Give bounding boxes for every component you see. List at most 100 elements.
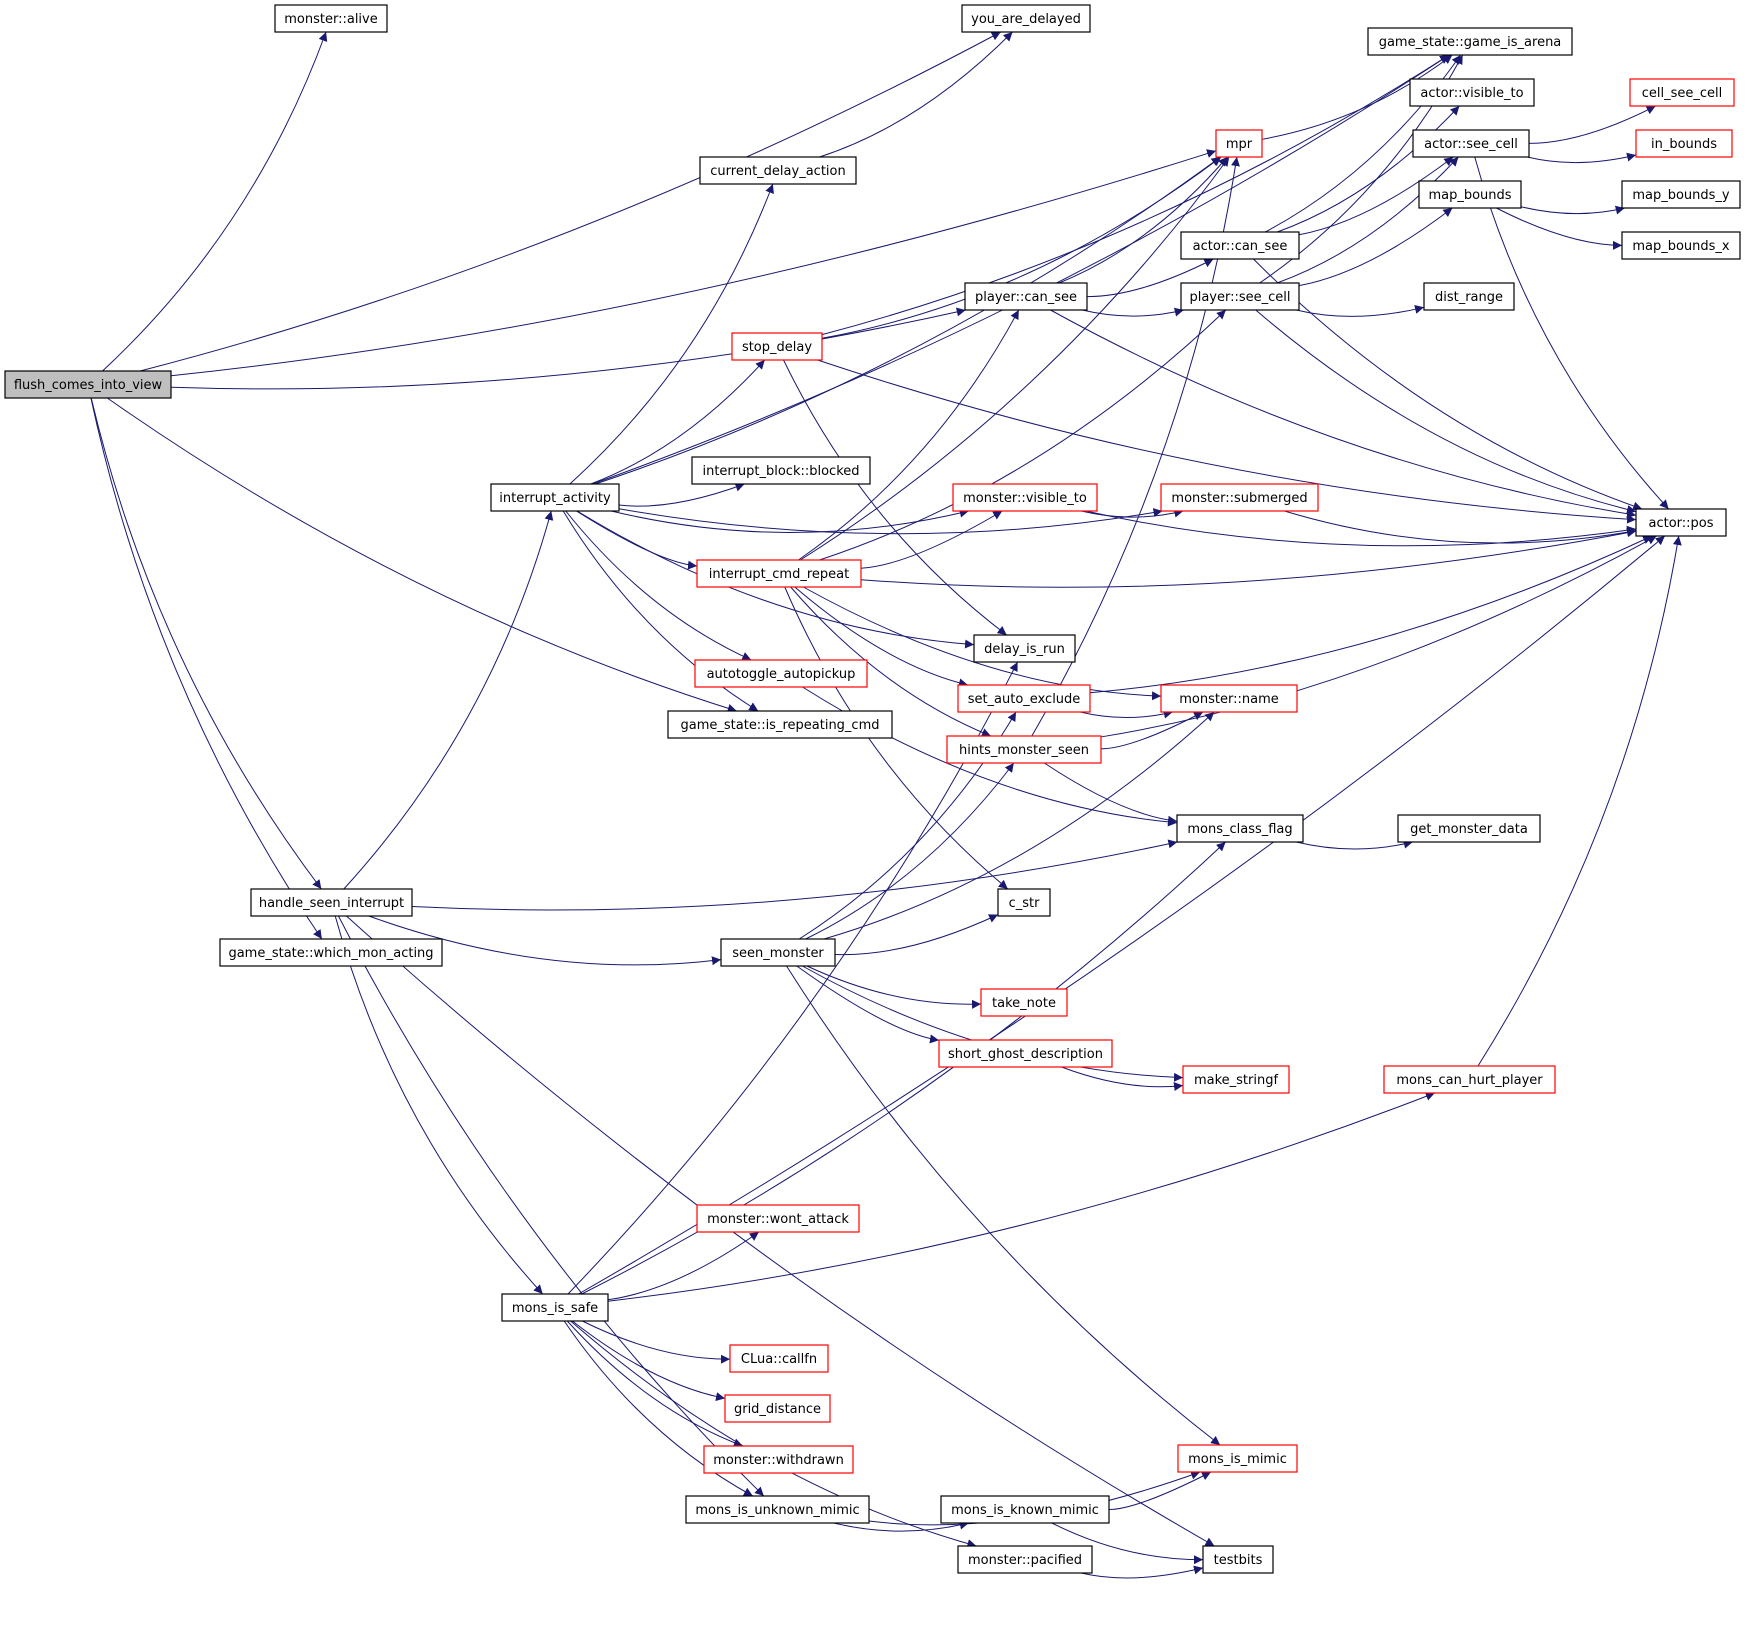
node-label: interrupt_block::blocked <box>702 464 859 479</box>
edge-hms-to-apos <box>1100 535 1657 738</box>
node-box <box>1418 180 1522 209</box>
node-mby[interactable]: map_bounds_y <box>1621 180 1741 209</box>
node-asc[interactable]: actor::see_cell <box>1412 129 1530 158</box>
node-cstr[interactable]: c_str <box>997 888 1051 917</box>
edge-psc-to-apos <box>1255 309 1637 514</box>
edge-mis-to-mcf <box>581 841 1226 1295</box>
node-dir[interactable]: delay_is_run <box>973 634 1076 663</box>
node-mwa[interactable]: monster::wont_attack <box>696 1204 860 1233</box>
node-ia[interactable]: interrupt_activity <box>490 483 620 512</box>
node-yad[interactable]: you_are_delayed <box>961 4 1091 33</box>
edge-flush-to-wma <box>90 397 323 940</box>
node-pcs[interactable]: player::can_see <box>964 282 1088 311</box>
node-tb[interactable]: testbits <box>1202 1545 1274 1574</box>
node-gia[interactable]: game_state::game_is_arena <box>1367 27 1573 56</box>
node-hms[interactable]: hints_monster_seen <box>946 735 1102 764</box>
edge-pcs-to-psc <box>1082 307 1184 317</box>
node-box <box>957 1545 1093 1574</box>
node-sgd[interactable]: short_ghost_description <box>938 1039 1113 1068</box>
edge-line <box>595 156 1221 485</box>
edge-mis-to-apos <box>578 535 1666 1295</box>
edge-mik-to-tb <box>1051 1522 1204 1565</box>
edge-hsi-to-sm <box>368 915 722 966</box>
edge-mvt-to-apos <box>1085 510 1637 547</box>
node-box <box>1202 1545 1274 1574</box>
node-box <box>691 456 871 485</box>
node-label: handle_seen_interrupt <box>259 896 404 911</box>
node-box <box>961 4 1091 33</box>
node-dr[interactable]: dist_range <box>1423 282 1515 311</box>
node-alive[interactable]: monster::alive <box>274 4 388 33</box>
node-label: mons_is_unknown_mimic <box>695 1503 859 1518</box>
node-irc[interactable]: game_state::is_repeating_cmd <box>667 710 893 739</box>
edge-hsi-to-mis <box>334 915 544 1295</box>
node-mchp[interactable]: mons_can_hurt_player <box>1383 1065 1556 1094</box>
node-sae[interactable]: set_auto_exclude <box>957 684 1091 713</box>
node-mis[interactable]: mons_is_safe <box>501 1293 609 1322</box>
node-mik[interactable]: mons_is_known_mimic <box>940 1495 1110 1524</box>
edge-line <box>565 510 752 661</box>
node-mcf[interactable]: mons_class_flag <box>1176 814 1304 843</box>
node-gmd[interactable]: get_monster_data <box>1397 814 1541 843</box>
node-tn[interactable]: take_note <box>980 988 1068 1017</box>
edge-line <box>860 528 1637 588</box>
node-acs[interactable]: actor::can_see <box>1180 231 1300 260</box>
edge-line <box>1080 709 1173 719</box>
node-csc[interactable]: cell_see_cell <box>1629 78 1735 107</box>
node-apos[interactable]: actor::pos <box>1635 508 1727 537</box>
node-label: cell_see_cell <box>1642 86 1723 101</box>
node-inb[interactable]: in_bounds <box>1635 129 1733 158</box>
node-hsi[interactable]: handle_seen_interrupt <box>250 888 413 917</box>
node-mpac[interactable]: monster::pacified <box>957 1545 1093 1574</box>
node-mim[interactable]: mons_is_mimic <box>1177 1444 1298 1473</box>
node-clua[interactable]: CLua::callfn <box>729 1344 829 1373</box>
edge-line <box>1085 510 1637 547</box>
node-wma[interactable]: game_state::which_mon_acting <box>219 938 443 967</box>
node-mw[interactable]: monster::withdrawn <box>703 1445 854 1474</box>
edge-icr-to-psc <box>819 309 1227 561</box>
edge-line <box>563 1320 754 1497</box>
node-sd[interactable]: stop_delay <box>731 332 823 361</box>
node-ibb[interactable]: interrupt_block::blocked <box>691 456 871 485</box>
node-msub[interactable]: monster::submerged <box>1160 483 1319 512</box>
node-box <box>1180 231 1300 260</box>
edge-sd-to-gia <box>821 54 1450 336</box>
node-mapb[interactable]: map_bounds <box>1418 180 1522 209</box>
edge-mpac-to-tb <box>1081 1565 1204 1579</box>
node-box <box>699 156 857 185</box>
node-mpr[interactable]: mpr <box>1215 129 1263 158</box>
edge-line <box>411 839 1178 911</box>
node-ms[interactable]: make_stringf <box>1182 1065 1290 1094</box>
edge-ia-to-mvt <box>611 508 969 533</box>
node-mbx[interactable]: map_bounds_x <box>1621 231 1741 260</box>
node-cda[interactable]: current_delay_action <box>699 156 857 185</box>
node-flush[interactable]: flush_comes_into_view <box>4 370 172 399</box>
node-mvt[interactable]: monster::visible_to <box>952 483 1098 512</box>
node-gd[interactable]: grid_distance <box>724 1394 831 1423</box>
edge-line <box>794 586 969 688</box>
node-miu[interactable]: mons_is_unknown_mimic <box>685 1495 870 1524</box>
edge-ia-to-gia <box>592 54 1450 485</box>
node-label: game_state::is_repeating_cmd <box>681 718 880 733</box>
edge-line <box>790 586 992 737</box>
node-aap[interactable]: autotoggle_autopickup <box>694 659 868 688</box>
node-sm[interactable]: seen_monster <box>720 938 836 967</box>
edge-icr-to-pcs <box>798 309 1020 561</box>
edge-sm-to-cstr <box>834 914 999 956</box>
edge-line <box>343 510 554 890</box>
node-label: mons_can_hurt_player <box>1396 1073 1543 1088</box>
edge-line <box>1520 205 1625 215</box>
node-label: short_ghost_description <box>948 1047 1103 1062</box>
node-psc[interactable]: player::see_cell <box>1180 282 1300 311</box>
node-box <box>1180 282 1300 311</box>
node-mname[interactable]: monster::name <box>1160 684 1298 713</box>
edge-acs-to-asc <box>1298 156 1454 236</box>
node-label: interrupt_cmd_repeat <box>709 567 849 582</box>
node-avt[interactable]: actor::visible_to <box>1409 78 1535 107</box>
node-label: dist_range <box>1435 290 1503 305</box>
node-box <box>1176 814 1304 843</box>
node-icr[interactable]: interrupt_cmd_repeat <box>696 559 862 588</box>
edge-line <box>581 841 1226 1295</box>
node-label: current_delay_action <box>710 164 845 179</box>
node-label: monster::alive <box>284 12 377 27</box>
